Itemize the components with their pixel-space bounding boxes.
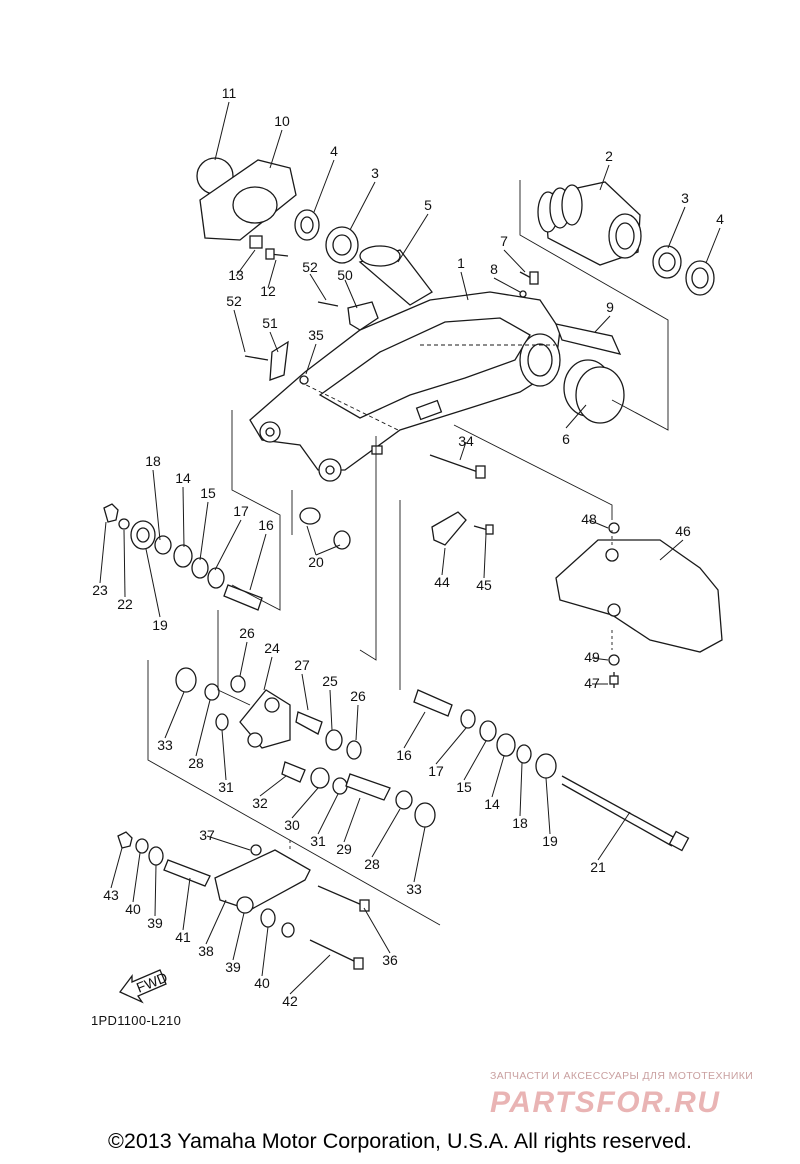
callout-number: 19 bbox=[542, 833, 558, 849]
callout-number: 3 bbox=[681, 190, 689, 206]
callout-number: 20 bbox=[308, 554, 324, 570]
left-pivot-parts bbox=[196, 157, 433, 306]
callout-number: 18 bbox=[145, 453, 161, 469]
callout-number: 39 bbox=[225, 959, 241, 975]
callout-number: 40 bbox=[125, 901, 141, 917]
relay-arm-assembly bbox=[175, 667, 436, 828]
callout-number: 32 bbox=[252, 795, 268, 811]
callout-number: 47 bbox=[584, 675, 600, 691]
connecting-rod-assembly bbox=[117, 831, 370, 970]
callout-number: 17 bbox=[233, 503, 249, 519]
callout-number: 15 bbox=[200, 485, 216, 501]
callout-number: 48 bbox=[581, 511, 597, 527]
callout-number: 44 bbox=[434, 574, 450, 590]
callout-number: 1 bbox=[457, 255, 465, 271]
callout-number: 3 bbox=[371, 165, 379, 181]
callout-number: 36 bbox=[382, 952, 398, 968]
callout-number: 26 bbox=[239, 625, 255, 641]
assembly-guide-lines bbox=[147, 180, 669, 926]
callout-number: 14 bbox=[175, 470, 191, 486]
copyright-notice: ©2013 Yamaha Motor Corporation, U.S.A. A… bbox=[108, 1129, 692, 1153]
callout-number: 25 bbox=[322, 673, 338, 689]
callout-number: 52 bbox=[302, 259, 318, 275]
callout-number: 14 bbox=[484, 796, 500, 812]
callout-number: 18 bbox=[512, 815, 528, 831]
callout-number: 4 bbox=[716, 211, 724, 227]
callout-leaders bbox=[99, 101, 721, 995]
callout-number: 51 bbox=[262, 315, 278, 331]
callout-number: 4 bbox=[330, 143, 338, 159]
watermark-tagline: ЗАПЧАСТИ И АКСЕССУАРЫ ДЛЯ МОТОТЕХНИКИ bbox=[490, 1070, 754, 1082]
callout-number: 41 bbox=[175, 929, 191, 945]
callout-number: 9 bbox=[606, 299, 614, 315]
callout-number: 24 bbox=[264, 640, 280, 656]
right-bearing-stack bbox=[413, 689, 690, 852]
callout-number: 37 bbox=[199, 827, 215, 843]
callout-number: 7 bbox=[500, 233, 508, 249]
callout-number: 13 bbox=[228, 267, 244, 283]
callout-number: 16 bbox=[396, 747, 412, 763]
callout-numbers: 1233445678910111213141415151616171718181… bbox=[92, 85, 724, 1009]
chain-guide-plate bbox=[555, 522, 723, 688]
callout-number: 38 bbox=[198, 943, 214, 959]
callout-number: 11 bbox=[222, 85, 237, 101]
guide-and-bolts bbox=[429, 454, 494, 546]
callout-number: 2 bbox=[605, 148, 613, 164]
callout-number: 22 bbox=[117, 596, 133, 612]
callout-number: 29 bbox=[336, 841, 352, 857]
drawing-code: 1PD1100-L210 bbox=[91, 1013, 182, 1028]
callout-number: 23 bbox=[92, 582, 108, 598]
small-hardware bbox=[244, 271, 625, 424]
callout-number: 34 bbox=[458, 433, 474, 449]
callout-number: 8 bbox=[490, 261, 498, 277]
left-bearing-stack bbox=[103, 503, 351, 611]
fwd-label: FWD bbox=[134, 969, 170, 996]
fwd-arrow-icon: FWD bbox=[118, 969, 170, 1004]
callout-number: 40 bbox=[254, 975, 270, 991]
callout-number: 42 bbox=[282, 993, 298, 1009]
callout-number: 15 bbox=[456, 779, 472, 795]
callout-number: 31 bbox=[218, 779, 234, 795]
callout-number: 26 bbox=[350, 688, 366, 704]
callout-number: 6 bbox=[562, 431, 570, 447]
callout-number: 10 bbox=[274, 113, 290, 129]
callout-number: 49 bbox=[584, 649, 600, 665]
callout-number: 33 bbox=[406, 881, 422, 897]
callout-number: 35 bbox=[308, 327, 324, 343]
callout-number: 33 bbox=[157, 737, 173, 753]
callout-number: 27 bbox=[294, 657, 310, 673]
callout-number: 19 bbox=[152, 617, 168, 633]
callout-number: 50 bbox=[337, 267, 353, 283]
callout-number: 46 bbox=[675, 523, 691, 539]
callout-number: 52 bbox=[226, 293, 242, 309]
callout-number: 28 bbox=[188, 755, 204, 771]
callout-number: 28 bbox=[364, 856, 380, 872]
callout-number: 12 bbox=[260, 283, 276, 299]
watermark-logo: PARTSFOR.RU bbox=[490, 1086, 720, 1119]
callout-number: 31 bbox=[310, 833, 326, 849]
callout-number: 16 bbox=[258, 517, 274, 533]
callout-number: 21 bbox=[590, 859, 606, 875]
callout-number: 30 bbox=[284, 817, 300, 833]
callout-number: 39 bbox=[147, 915, 163, 931]
callout-number: 17 bbox=[428, 763, 444, 779]
callout-number: 45 bbox=[476, 577, 492, 593]
swingarm-body bbox=[249, 291, 561, 482]
callout-number: 5 bbox=[424, 197, 432, 213]
pivot-bushing-assembly bbox=[537, 181, 715, 296]
callout-number: 43 bbox=[103, 887, 119, 903]
